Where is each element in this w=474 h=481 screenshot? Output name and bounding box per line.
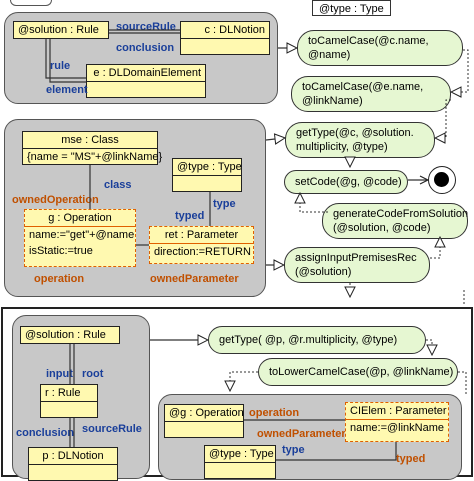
activity-to-lower-camel-case[interactable]: toLowerCamelCase(@p, @linkName) <box>258 358 458 386</box>
mse-class-attr: {name = "MS"+@linkName} <box>23 148 162 164</box>
operation-label-4: operation <box>249 407 300 419</box>
cielem-title: CIElem : Parameter <box>350 405 447 417</box>
r-rule-body <box>41 401 97 415</box>
g-operation-node-4: @g : Operation <box>164 404 244 438</box>
r-rule-title: r : Rule <box>45 387 81 399</box>
b1-line1: getType( @p, @r.multiplicity, @type) <box>219 334 398 346</box>
rule-label-1: rule <box>50 60 71 72</box>
operation-label-2: operation <box>34 273 85 285</box>
ret-parameter-title: ret : Parameter <box>164 229 239 241</box>
e-dldomain-title: e : DLDomainElement <box>93 67 201 79</box>
ret-parameter-direction: direction:=RETURN <box>150 243 253 259</box>
activity-assign-input-premises[interactable]: assignInputPremisesRec (@solution) <box>284 247 430 283</box>
final-node-icon <box>428 166 456 194</box>
conclusion-label-3: conclusion <box>16 427 75 439</box>
type-type-title-2: @type : Type <box>177 161 242 173</box>
a5-line2: (@solution, @code) <box>333 222 431 234</box>
e-dldomain-node: e : DLDomainElement <box>86 64 206 98</box>
flow-b2-right <box>458 371 467 394</box>
flow-b1-b2 <box>426 339 432 354</box>
g-operation-body-4 <box>165 421 243 435</box>
solution-rule-node-3: @solution : Rule <box>20 326 120 344</box>
a3-line1: getType(@c, @solution. <box>296 127 414 139</box>
activity-set-code[interactable]: setCode(@g, @code) <box>284 170 408 194</box>
type-type-node-2: @type : Type <box>172 158 242 192</box>
g-operation-title: g : Operation <box>48 212 112 224</box>
a2-line2: @linkName) <box>302 95 363 107</box>
owned-parameter-label-4: ownedParameter <box>257 428 346 440</box>
activity-get-type-p[interactable]: getType( @p, @r.multiplicity, @type) <box>208 326 426 354</box>
a1-line2: @name) <box>308 49 351 61</box>
c-dlnotion-node: c : DLNotion <box>180 21 270 55</box>
a6-line2: (@solution) <box>295 266 352 278</box>
activity-to-camel-case-c[interactable]: toCamelCase(@c.name, @name) <box>297 30 463 66</box>
type-label-4: type <box>282 444 305 456</box>
type-type-body-4 <box>205 462 275 476</box>
p-dlnotion-title: p : DLNotion <box>42 450 104 462</box>
flow-panel2-a3 <box>265 138 284 140</box>
e-dldomain-body <box>87 81 205 95</box>
source-rule-label-3: sourceRule <box>82 423 142 435</box>
owned-operation-label: ownedOperation <box>12 194 99 206</box>
cielem-name: name:=@linkName <box>346 419 448 435</box>
a2-line1: toCamelCase(@e.name, <box>302 81 424 93</box>
typed-label-2: typed <box>175 210 205 222</box>
activity-get-type[interactable]: getType(@c, @solution. multiplicity, @ty… <box>285 122 435 158</box>
conclusion-label-1: conclusion <box>116 42 175 54</box>
r-rule-node: r : Rule <box>40 384 98 418</box>
root-label: root <box>82 368 104 380</box>
typed-label-4: typed <box>396 453 426 465</box>
activity-to-camel-case-e[interactable]: toCamelCase(@e.name, @linkName) <box>291 76 451 112</box>
a6-line1: assignInputPremisesRec <box>295 252 417 264</box>
input-label: input <box>46 368 73 380</box>
type-type-body-2 <box>173 175 241 189</box>
type-type-title-4: @type : Type <box>209 448 274 460</box>
g-operation-node: g : Operation name:="get"+@name isStatic… <box>24 209 136 267</box>
type-type-node-4: @type : Type <box>204 445 276 479</box>
mse-class-title: mse : Class <box>61 134 119 146</box>
owned-parameter-label-2: ownedParameter <box>150 273 239 285</box>
a4-line1: setCode(@g, @code) <box>295 176 402 188</box>
solution-rule-node: @solution : Rule <box>13 21 109 39</box>
a1-line1: toCamelCase(@c.name, <box>308 35 429 47</box>
a5-line1: generateCodeFromSolution <box>333 208 469 220</box>
b2-line1: toLowerCamelCase(@p, @linkName) <box>269 366 454 378</box>
flow-a6-a5 <box>430 238 440 259</box>
type-label-2: type <box>213 198 236 210</box>
p-dlnotion-body <box>29 464 117 478</box>
ret-parameter-node: ret : Parameter direction:=RETURN <box>149 226 254 264</box>
flow-b2-panel4 <box>230 371 258 390</box>
link-rule-element <box>45 39 86 79</box>
flow-a5-a4 <box>300 194 328 213</box>
a3-line2: multiplicity, @type) <box>296 141 388 153</box>
c-dlnotion-body <box>181 38 269 52</box>
g-operation-title-4: @g : Operation <box>169 407 244 419</box>
cielem-parameter-node: CIElem : Parameter name:=@linkName <box>345 402 449 442</box>
element-label-1: element <box>46 84 88 96</box>
flow-a1-a2 <box>452 49 469 92</box>
c-dlnotion-title: c : DLNotion <box>204 24 265 36</box>
g-operation-static: isStatic:=true <box>29 245 93 257</box>
link-type-cielem <box>276 442 397 461</box>
flow-a2-a3 <box>436 99 451 138</box>
class-label: class <box>104 179 132 191</box>
mse-class-node: mse : Class {name = "MS"+@linkName} <box>22 131 162 165</box>
type-type-box-top: @type : Type <box>312 0 391 16</box>
activity-generate-code[interactable]: generateCodeFromSolution (@solution, @co… <box>322 203 468 239</box>
g-operation-name: name:="get"+@name <box>25 226 135 242</box>
